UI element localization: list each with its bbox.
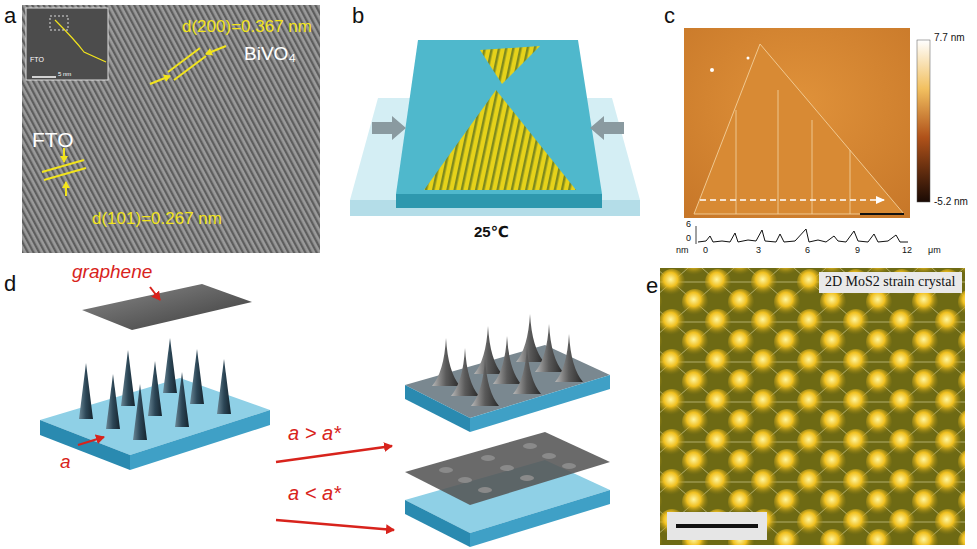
axis-tick: 12: [902, 246, 912, 256]
axis-tick: 0: [703, 246, 708, 256]
temperature-label: 25℃: [474, 224, 509, 241]
panel-letter: c: [664, 4, 675, 28]
axis-tick: 9: [855, 246, 860, 256]
hrtem-image: [22, 5, 320, 253]
material-label: FTO: [32, 128, 74, 151]
caption-box: 2D MoS2 strain crystal: [819, 272, 962, 293]
axis-tick: 6: [686, 220, 691, 230]
panel-letter: d: [4, 272, 16, 296]
colorbar-label: 7.7 nm: [934, 32, 965, 43]
afm-image: [684, 28, 930, 244]
material-label: BiVO₄: [244, 44, 296, 65]
graphene-cone-illustration: [40, 284, 610, 547]
condition-label: a < a*: [288, 482, 341, 504]
annotation-label: graphene: [72, 262, 152, 283]
strain-device-illustration: [350, 40, 640, 216]
axis-tick: 0: [686, 234, 691, 244]
colorbar-label: -5.2 nm: [934, 196, 968, 207]
panel-letter: b: [352, 4, 364, 28]
axis-tick: 6: [805, 246, 810, 256]
spacing-label: d(200)=0.367 nm: [182, 18, 312, 37]
annotation-label: a: [60, 452, 71, 473]
panel-letter: e: [646, 274, 658, 298]
caption-text: 2D MoS2 strain crystal: [825, 274, 956, 291]
axis-tick: 3: [756, 246, 761, 256]
panel-letter: a: [4, 4, 16, 28]
spacing-label: d(101)=0.267 nm: [92, 210, 222, 229]
scale-label: 5 nm: [58, 71, 71, 78]
axis-unit: μm: [928, 246, 941, 256]
axis-unit: nm: [676, 246, 689, 256]
condition-label: a > a*: [288, 422, 341, 444]
mos2-strain-crystal-image: [660, 268, 965, 545]
inset-label: FTO: [30, 56, 44, 64]
